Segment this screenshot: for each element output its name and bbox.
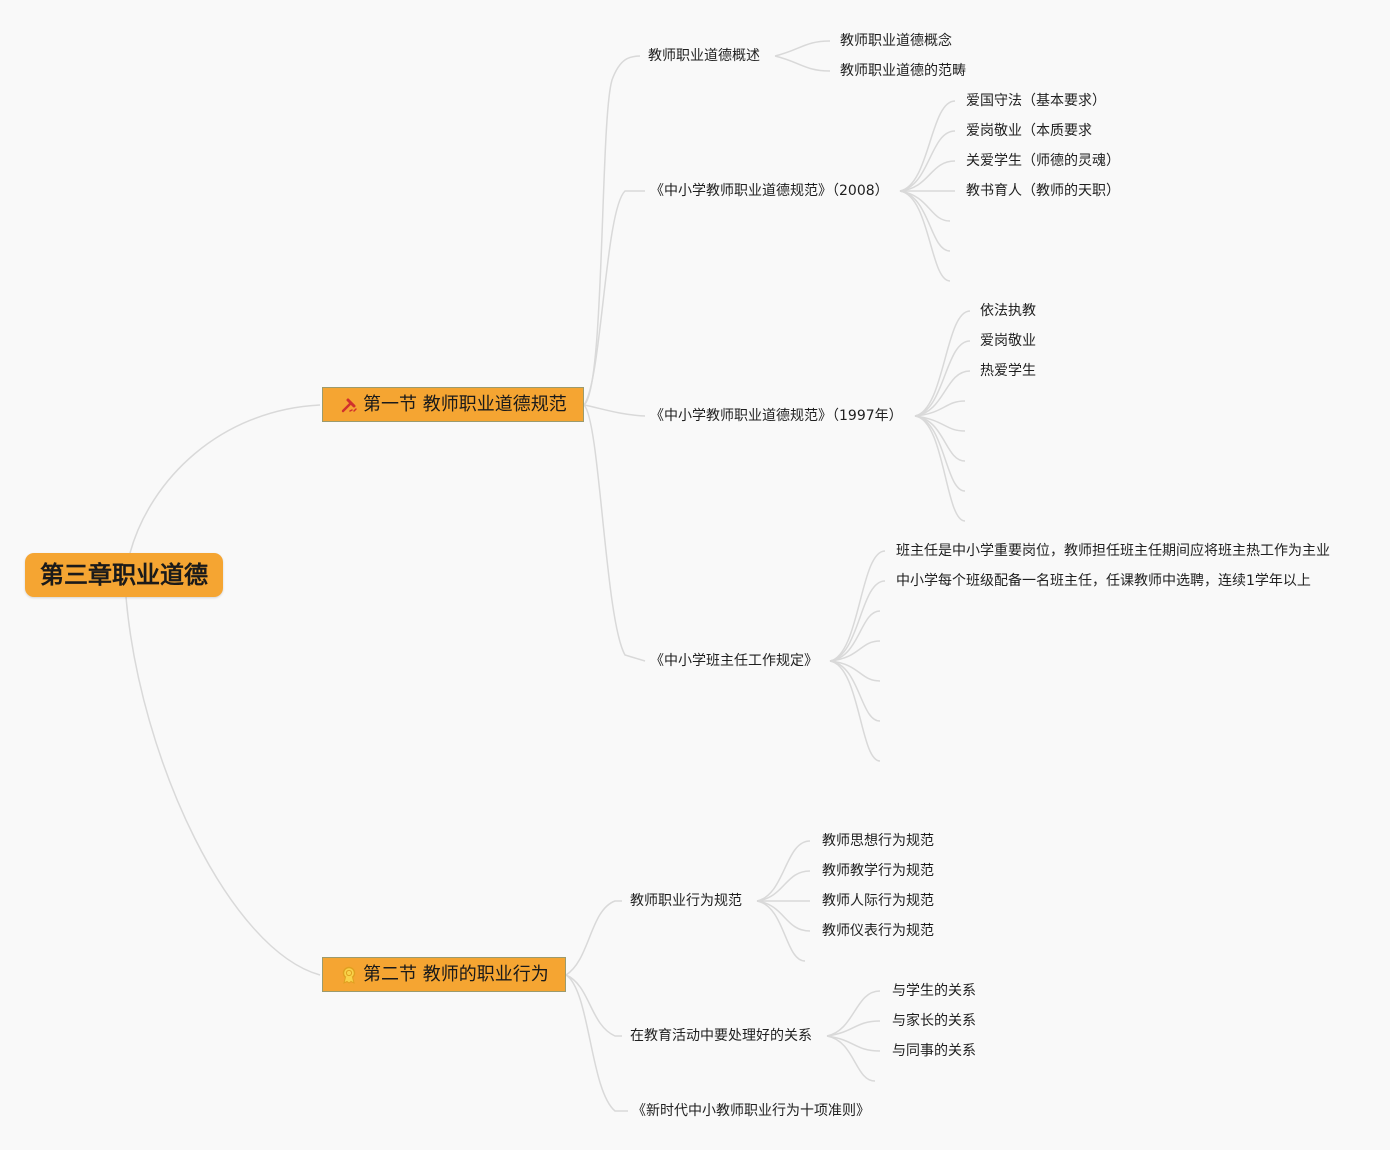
leaf-topic[interactable]: 教师思想行为规范 [822,833,934,849]
topic-behavior-norms[interactable]: 教师职业行为规范 [630,893,742,909]
leaf-topic[interactable]: 爱国守法（基本要求） [966,93,1106,109]
link-root-sec2 [125,596,321,976]
leaf-topic[interactable]: 教师人际行为规范 [822,893,934,909]
leaf-topic[interactable]: 热爱学生 [980,363,1036,379]
leaf-topic[interactable]: 教师仪表行为规范 [822,923,934,939]
topic-headteacher-rules[interactable]: 《中小学班主任工作规定》 [650,653,818,669]
leaf-topic[interactable]: 爱岗敬业（本质要求 [966,123,1092,139]
link-sec2-c [565,974,628,1112]
link-sec1-c [583,404,646,417]
link-sec1-d [583,404,646,662]
topic-overview[interactable]: 教师职业道德概述 [648,48,760,64]
root-topic[interactable]: 第三章职业道德 [25,553,223,597]
leaf-topic[interactable]: 教师职业道德概念 [840,33,952,49]
leaf-topic[interactable]: 中小学每个班级配备一名班主任，任课教师中选聘，连续1学年以上 [896,573,1311,589]
hammer-icon [341,398,357,413]
leaf-topic[interactable]: 教师职业道德的范畴 [840,63,966,79]
section-topic-1[interactable]: 第一节 教师职业道德规范 [322,387,584,422]
leaf-topic[interactable]: 教书育人（教师的天职） [966,183,1120,199]
leaf-topic[interactable]: 与同事的关系 [892,1043,976,1059]
section-label: 第一节 教师职业道德规范 [363,394,567,415]
topic-code-1997[interactable]: 《中小学教师职业道德规范》（1997年） [650,408,903,424]
leaf-topic[interactable]: 班主任是中小学重要岗位，教师担任班主任期间应将班主热工作为主业 [896,543,1330,559]
section-topic-2[interactable]: 第二节 教师的职业行为 [322,957,566,992]
link-sec2-a [565,900,622,976]
topic-relationships[interactable]: 在教育活动中要处理好的关系 [630,1028,812,1044]
leaf-topic[interactable]: 教师教学行为规范 [822,863,934,879]
leaf-topic[interactable]: 依法执教 [980,303,1036,319]
leaf-topic[interactable]: 爱岗敬业 [980,333,1036,349]
topic-code-2008[interactable]: 《中小学教师职业道德规范》（2008） [650,183,889,199]
link-root-sec1 [129,404,321,554]
leaf-topic[interactable]: 与学生的关系 [892,983,976,999]
leaf-topic[interactable]: 关爱学生（师德的灵魂） [966,153,1120,169]
topic-ten-guidelines[interactable]: 《新时代中小教师职业行为十项准则》 [632,1103,870,1119]
link-sec2-b [565,974,622,1037]
medal-icon [342,966,356,984]
section-label: 第二节 教师的职业行为 [363,964,549,985]
link-sec1-b [583,190,645,406]
leaf-topic[interactable]: 与家长的关系 [892,1013,976,1029]
